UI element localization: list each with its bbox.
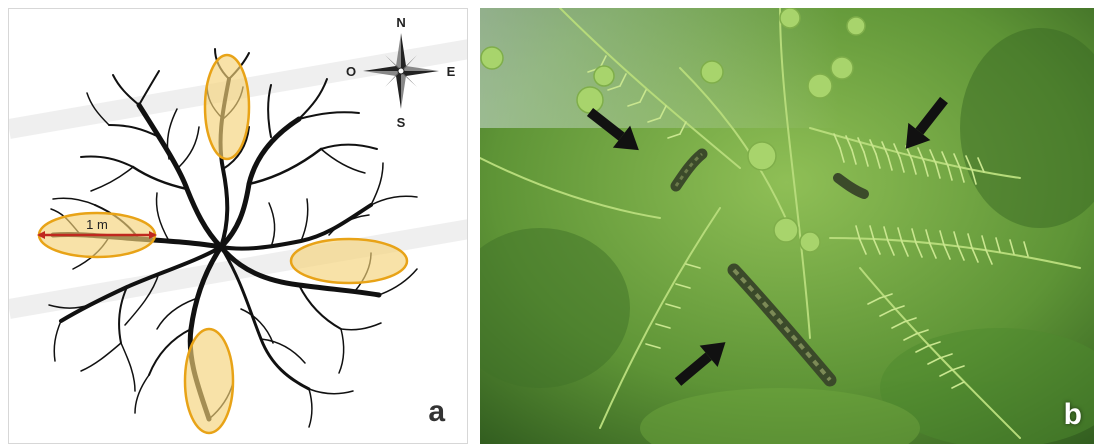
compass-east-label: E — [447, 64, 456, 79]
panel-b-letter: b — [1064, 398, 1082, 432]
tree-diagram-figure: 1 m N S E O — [9, 9, 468, 444]
compass-south-label: S — [397, 115, 406, 130]
foliage-photo — [480, 8, 1094, 444]
highlight-zone-east — [291, 239, 407, 283]
compass-north-label: N — [396, 15, 405, 30]
compass-star-icon — [363, 33, 439, 109]
panel-b-photograph: b — [480, 8, 1094, 444]
highlight-zone-south — [185, 329, 233, 433]
panel-a-tree-diagram: 1 m N S E O a — [8, 8, 468, 444]
scale-bar-label: 1 m — [86, 217, 108, 232]
panel-a-letter: a — [428, 395, 445, 429]
compass-west-label: O — [346, 64, 356, 79]
highlight-zone-north — [205, 55, 249, 159]
